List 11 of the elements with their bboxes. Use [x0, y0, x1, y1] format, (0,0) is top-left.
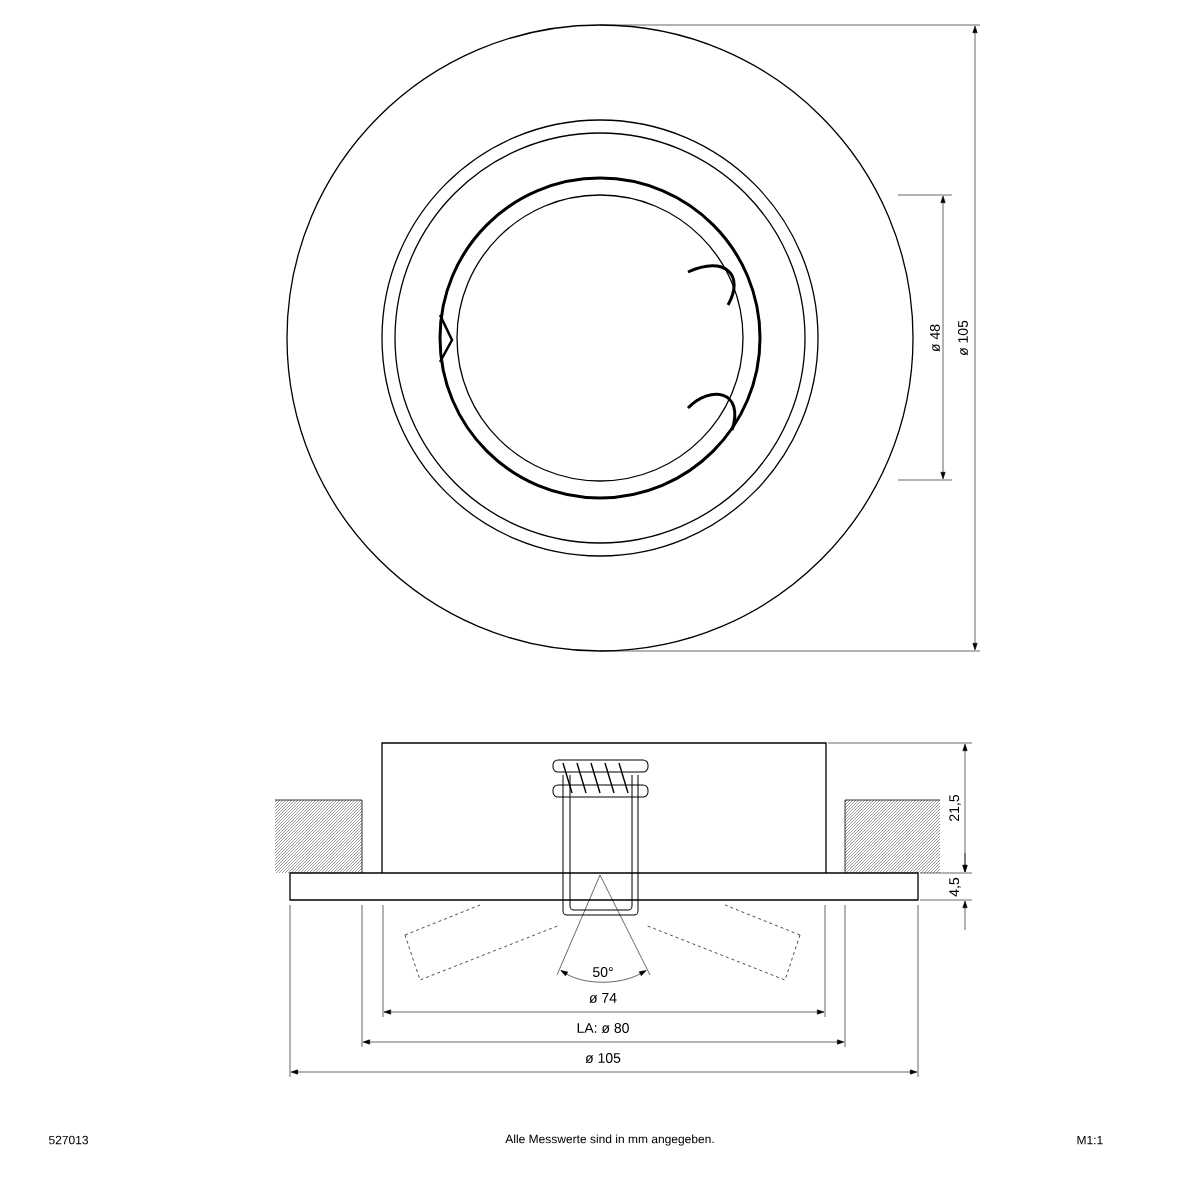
dimension-label: 50°	[591, 966, 615, 978]
footer-text: M1:1	[1077, 1135, 1103, 1145]
footer-text: 527013	[49, 1135, 88, 1145]
dimension-label: ø 74	[588, 992, 618, 1004]
dimension-label: ø 105	[957, 319, 970, 357]
dimension-label: ø 105	[584, 1052, 622, 1065]
dimension-label: 4,5	[948, 876, 962, 898]
dimension-label: 21,5	[948, 793, 962, 823]
footer-text: Alle Messwerte sind in mm angegeben.	[505, 1134, 714, 1146]
dimension-label: LA: ø 80	[575, 1022, 631, 1035]
dimension-label: ø 48	[929, 323, 942, 353]
